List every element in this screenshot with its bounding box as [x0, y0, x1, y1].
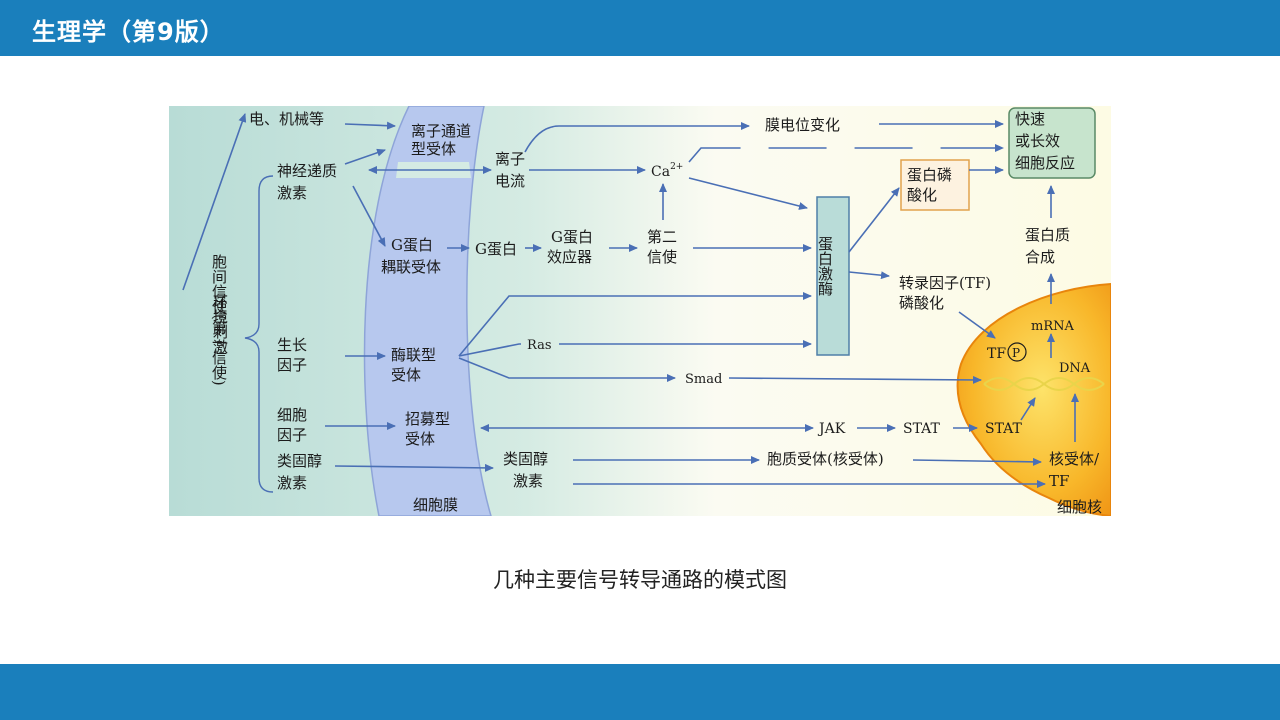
footer-bar: [0, 664, 1280, 720]
first-messenger-label: 胞间信使(第一信使): [210, 254, 228, 386]
tf-label: TF: [987, 346, 1006, 362]
signal-pathway-diagram: 环境刺激 胞间信使(第一信使) 电、机械等 神经递质 激素 生长 因子 细胞 因…: [169, 106, 1111, 516]
tf-phospho-label-1: 转录因子(TF): [899, 274, 991, 292]
cytokine-label-1: 细胞: [277, 406, 307, 424]
figure-caption: 几种主要信号转导通路的模式图: [493, 568, 787, 592]
stat-label-1: STAT: [903, 421, 941, 437]
recruit-receptor-label-2: 受体: [405, 430, 435, 448]
steroid-label-2: 激素: [277, 474, 307, 492]
protein-synth-label-1: 蛋白质: [1025, 226, 1070, 244]
first-messenger-brace: [244, 175, 274, 493]
arrow-smad-to-dna: [728, 375, 982, 384]
arrow-env-to-electric: [182, 113, 247, 291]
fast-label-3: 细胞反应: [1015, 154, 1075, 172]
phosphate-circle: [1007, 342, 1027, 362]
arrow-enzyme-to-smad: [458, 357, 676, 382]
ion-receptor-label-1: 离子通道: [411, 122, 471, 140]
arrow-neuro-to-ion: [344, 148, 386, 165]
arrow-steroid-in: [334, 463, 494, 472]
smad-label: Smad: [685, 372, 722, 387]
tf-phospho-label-2: 磷酸化: [899, 294, 944, 312]
dna-strand-b: [983, 377, 1105, 391]
ion-current-label-1: 离子: [495, 150, 525, 168]
membrane-label: 细胞膜: [413, 496, 458, 514]
recruit-receptor-label-1: 招募型: [405, 410, 450, 428]
second-messenger-label-2: 信使: [647, 248, 677, 266]
steroid-hormone-label-2: 激素: [513, 472, 543, 490]
fast-response-box: [1008, 107, 1096, 179]
nuclear-receptor-label-1: 核受体/: [1049, 450, 1100, 468]
ion-receptor-label-2: 型受体: [411, 140, 456, 158]
gpcr-label-1: G蛋白: [391, 236, 433, 254]
arrow-current-up: [524, 122, 750, 153]
fast-label-1: 快速: [1015, 110, 1045, 128]
arrow-enzyme-to-kinase-top: [458, 292, 812, 357]
neuro-label-1: 神经递质: [277, 162, 337, 180]
dna-label: DNA: [1059, 361, 1091, 376]
ras-label: Ras: [527, 338, 552, 353]
ion-current-label-2: 电流: [495, 172, 525, 190]
protein-synth-label-2: 合成: [1025, 248, 1055, 266]
arrow-tfphospho-to-tf: [958, 311, 996, 339]
growth-label-2: 因子: [277, 356, 307, 374]
steroid-hormone-label-1: 类固醇: [503, 450, 548, 468]
arrow-cyto-to-nuclear: [912, 457, 1042, 466]
g-effector-label-2: 效应器: [547, 248, 592, 266]
arrow-kinase-to-tf: [848, 271, 890, 280]
neuro-label-2: 激素: [277, 184, 307, 202]
phospho-label-1: 蛋白磷: [907, 166, 952, 184]
g-effector-label-1: G蛋白: [551, 228, 593, 246]
arrow-ca-to-kinase: [688, 177, 808, 210]
cytokine-label-2: 因子: [277, 426, 307, 444]
membrane-potential-label: 膜电位变化: [765, 116, 840, 134]
arrow-neuro-to-gpcr: [352, 185, 386, 247]
ca-label: Ca2+: [651, 162, 683, 180]
page-title: 生理学（第9版）: [32, 18, 225, 46]
kinase-box: [816, 196, 850, 356]
enzyme-receptor-label-1: 酶联型: [391, 346, 436, 364]
fast-label-2: 或长效: [1015, 132, 1060, 150]
second-messenger-label-1: 第二: [647, 228, 677, 246]
header-bar: 生理学（第9版）: [0, 0, 1280, 56]
phospho-label-2: 酸化: [907, 186, 937, 204]
kinase-label: 蛋白激酶: [816, 236, 834, 296]
nucleus-label: 细胞核: [1057, 498, 1102, 516]
cell-membrane: [363, 106, 492, 516]
g-protein-label: G蛋白: [475, 240, 517, 258]
gpcr-label-2: 耦联受体: [381, 258, 441, 276]
stat-label-2: STAT: [985, 421, 1023, 437]
steroid-label-1: 类固醇: [277, 452, 322, 470]
growth-label-1: 生长: [277, 336, 307, 354]
jak-label: JAK: [817, 421, 846, 437]
arrow-enzyme-to-ras-a: [458, 343, 521, 357]
electric-label: 电、机械等: [249, 110, 324, 128]
arrow-kinase-to-phospho: [848, 187, 900, 253]
phosphate-label: P: [1012, 346, 1020, 360]
arrow-electric-to-ion: [344, 121, 396, 130]
mrna-label: mRNA: [1031, 319, 1074, 334]
enzyme-receptor-label-2: 受体: [391, 366, 421, 384]
arrow-ca-to-fast: [688, 144, 1004, 163]
phospho-box: [900, 159, 970, 211]
arrow-stat-to-dna: [1020, 397, 1036, 421]
nuclear-receptor-label-2: TF: [1049, 472, 1069, 490]
cyto-receptor-label: 胞质受体(核受体): [767, 450, 884, 468]
